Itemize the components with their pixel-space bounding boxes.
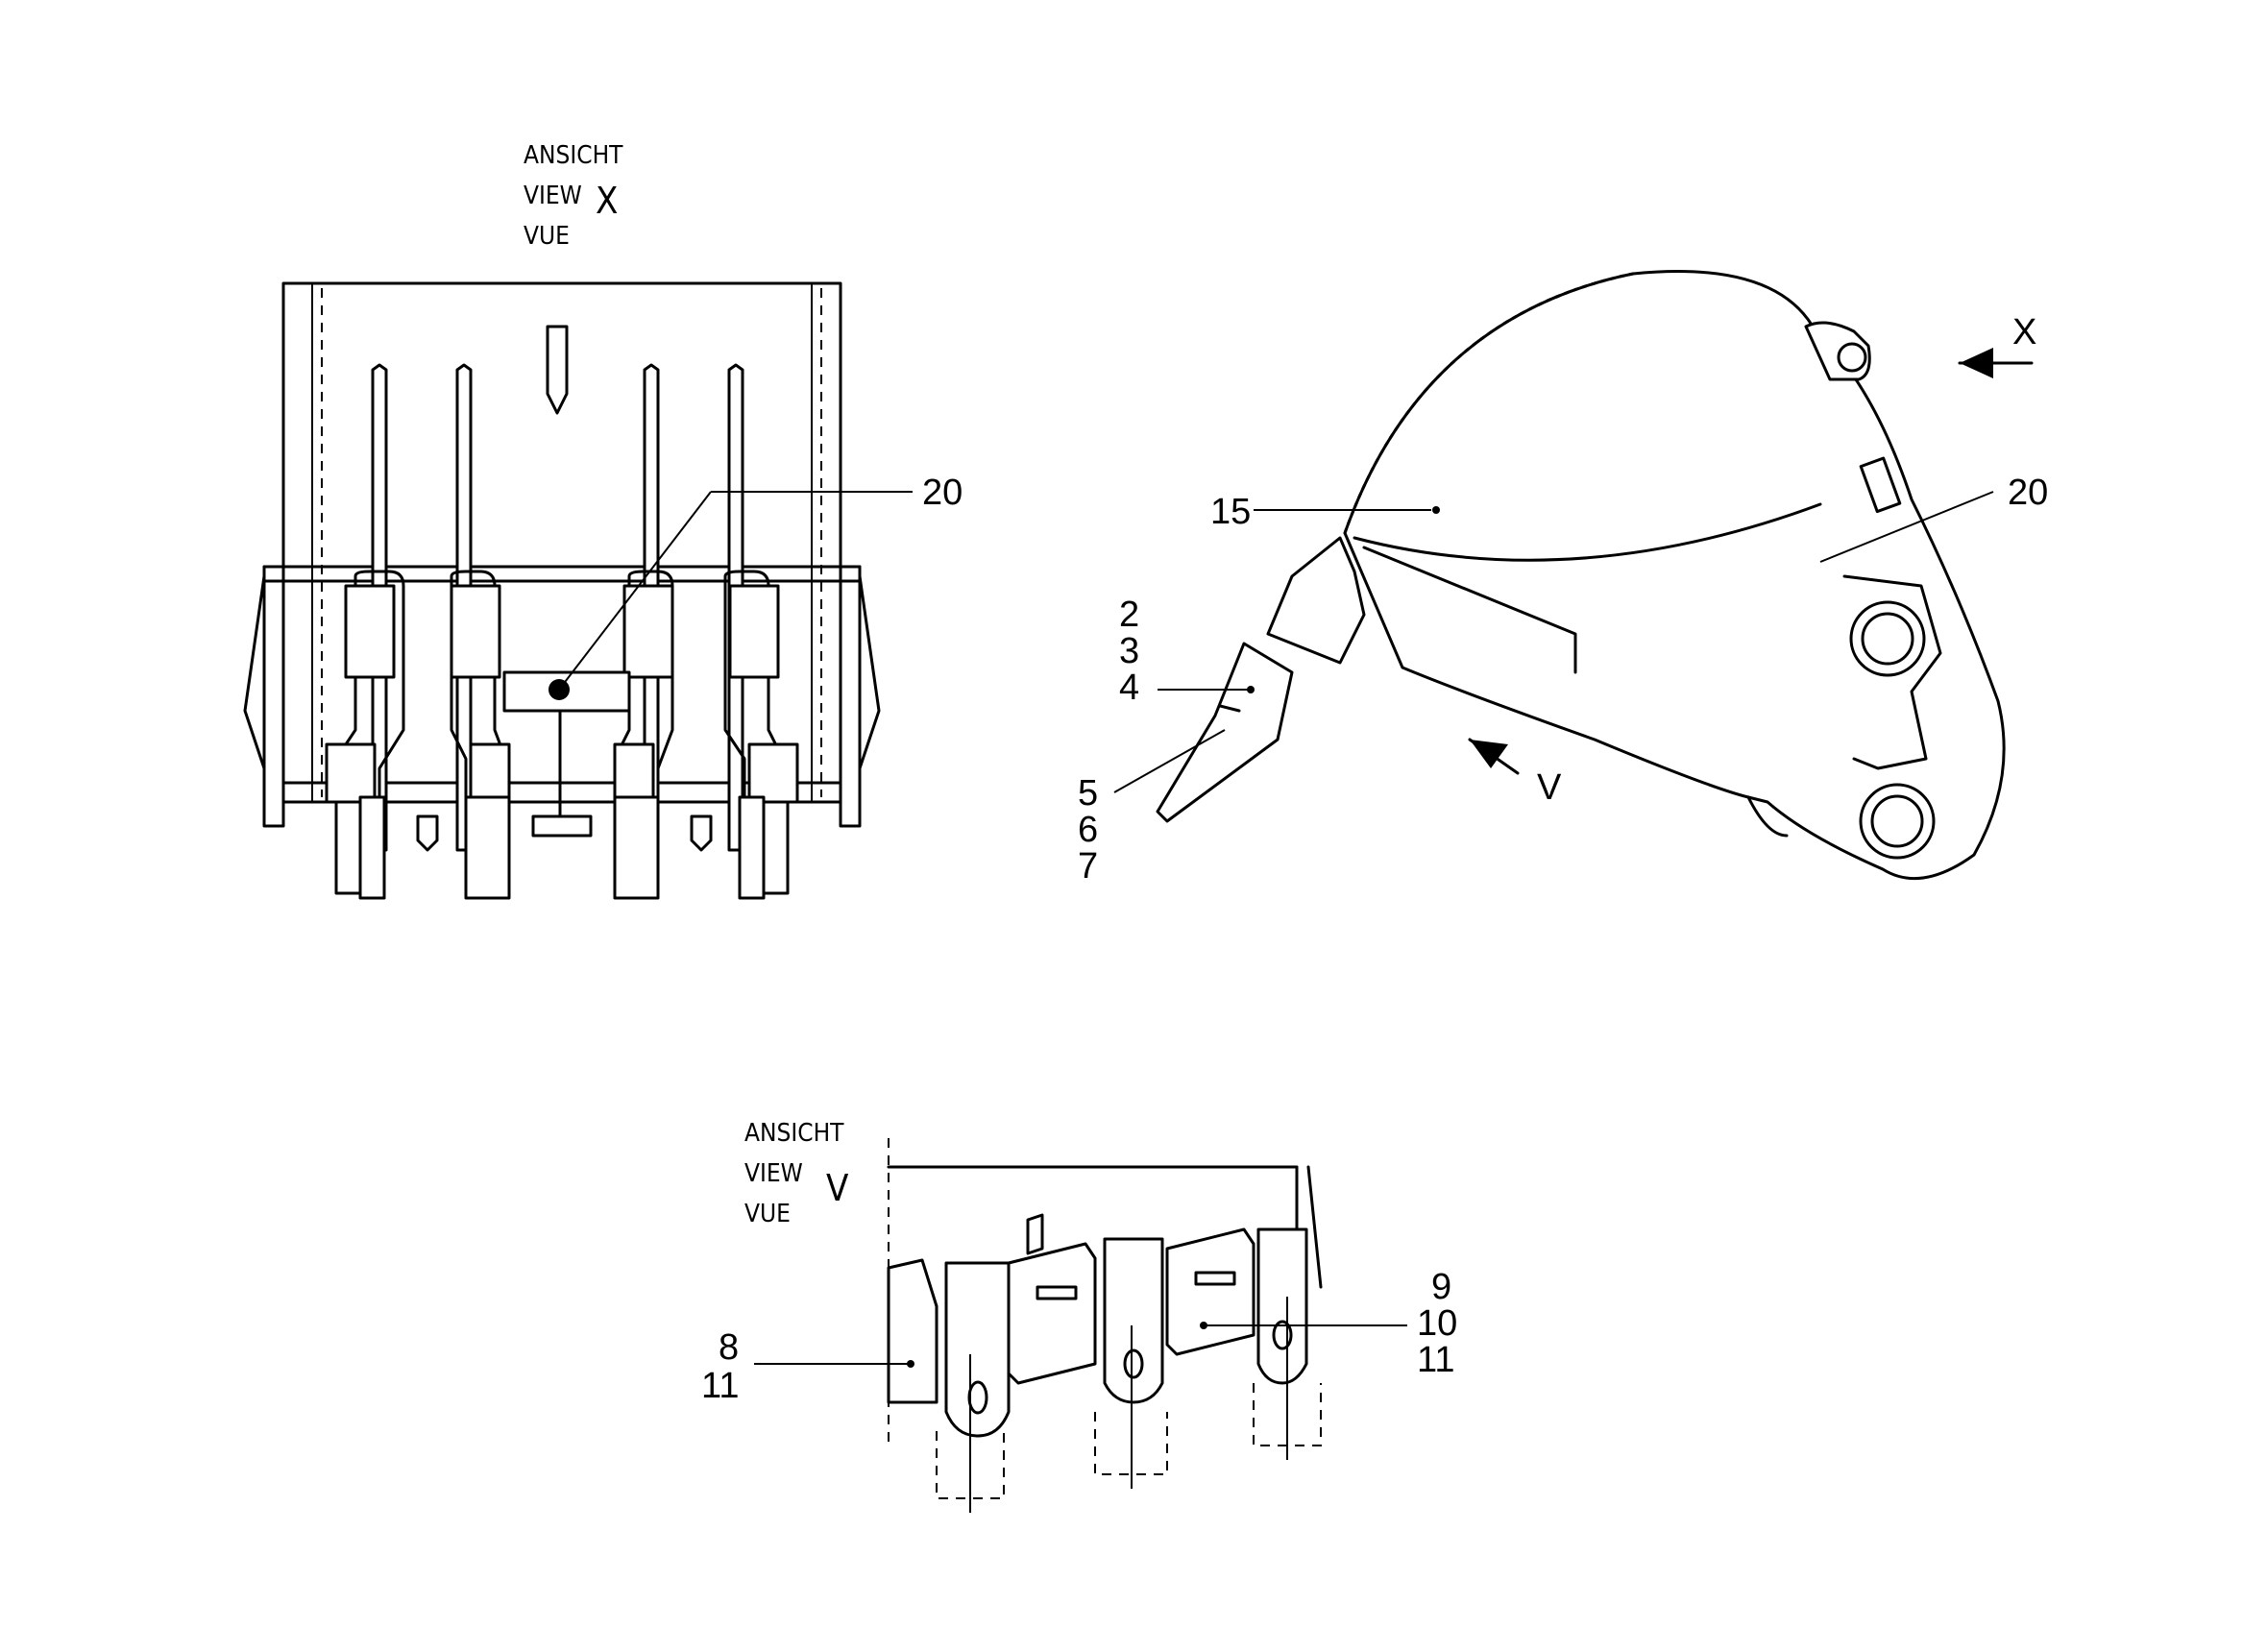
callout-10: 10 (1417, 1303, 1457, 1344)
roller-1 (358, 795, 386, 900)
lock-pin-top (1026, 1213, 1044, 1255)
upper-hinge-inner (1861, 612, 1914, 666)
bucket-top-edge (1343, 272, 1635, 535)
tooth-c-pin (1272, 1320, 1293, 1350)
callout-7: 7 (1078, 846, 1098, 887)
side-wing-left (243, 574, 266, 770)
tooth (1156, 642, 1294, 823)
callout-11-right: 11 (1417, 1340, 1454, 1380)
inner-curve (1353, 502, 1822, 562)
roller-4 (738, 795, 766, 900)
lug-1 (325, 742, 377, 804)
tooth-b-pin (1123, 1348, 1144, 1379)
side-bracket-left (262, 565, 285, 828)
adapter-2-slot (1194, 1271, 1236, 1286)
lug-4 (747, 742, 799, 804)
callout-15: 15 (1210, 492, 1251, 532)
view-v-arrow-label: V (1537, 767, 1562, 808)
hinge-block-2 (450, 584, 501, 679)
callout-8-dot (907, 1360, 914, 1368)
callout-11-left: 11 (701, 1366, 739, 1406)
top-lug-hole (1837, 342, 1867, 373)
callout-20-side-leader (1819, 491, 1994, 563)
callout-8: 8 (719, 1327, 739, 1368)
center-rod-base (531, 814, 593, 838)
side-bracket-right (839, 565, 862, 828)
callout-4-dot (1247, 686, 1255, 693)
teeth-row (944, 1213, 1308, 1438)
adapter-1 (1007, 1242, 1097, 1385)
hinge-block-3 (622, 584, 674, 679)
view-v-right-bevel (1306, 1165, 1323, 1289)
bucket-shell (1343, 270, 2006, 881)
lip-plate (1266, 536, 1366, 665)
callout-9: 9 (1431, 1267, 1451, 1307)
hinge-block-4 (728, 584, 780, 679)
link-arm-4 (723, 570, 790, 895)
skid-curve (1746, 795, 1789, 838)
tooth-point-2 (690, 814, 713, 852)
view-v-letter: V (826, 1167, 849, 1209)
callout-20-front: 20 (922, 473, 963, 513)
view-v-arrow: V (1468, 738, 1562, 808)
view-v-title-line-2: VIEW (744, 1159, 803, 1188)
tooth-pin (1218, 704, 1241, 713)
callout-20-side: 20 (2008, 473, 2048, 513)
side-slot (1859, 456, 1902, 514)
view-v-arrow-head (1470, 740, 1508, 768)
callout-6: 6 (1078, 810, 1098, 850)
side-wing-right (858, 574, 881, 770)
inner-plate-edge (1362, 546, 1577, 674)
view-x-title-line-3: VUE (524, 222, 570, 251)
callout-2: 2 (1119, 595, 1139, 635)
view-x-drawing: ANSICHT VIEW VUE X (243, 141, 963, 900)
lug-3 (613, 742, 655, 804)
tooth-c (1256, 1227, 1308, 1385)
tooth-point-1 (416, 814, 439, 852)
lower-hinge-inner (1870, 794, 1924, 848)
view-x-arrow-head (1960, 348, 1993, 378)
tooth-b (1103, 1237, 1164, 1404)
side-view-drawing: 15 20 2 3 4 5 6 7 X V (1078, 270, 2048, 887)
bottom-rollers (358, 795, 766, 900)
callout-20-leader-diag (558, 491, 712, 691)
callout-10-dot (1200, 1322, 1207, 1329)
hinge-block-1 (344, 584, 396, 679)
center-pin (546, 325, 569, 415)
callout-4: 4 (1119, 668, 1139, 708)
view-v-title-line-1: ANSICHT (744, 1119, 844, 1148)
view-v-drawing: ANSICHT VIEW VUE V 8 (701, 1119, 1457, 1513)
callout-15-dot (1432, 506, 1440, 514)
view-x-title-line-1: ANSICHT (524, 141, 623, 170)
roller-3 (613, 795, 660, 900)
tooth-a (944, 1261, 1011, 1438)
lug-2 (469, 742, 511, 804)
view-x-arrow: X (1958, 312, 2036, 378)
adapter-1-slot (1036, 1285, 1078, 1300)
callout-3: 3 (1119, 631, 1139, 671)
view-v-title-line-3: VUE (744, 1200, 791, 1228)
view-x-letter: X (596, 180, 618, 222)
adapter-left (887, 1258, 938, 1404)
top-lug (1804, 321, 1871, 381)
adapter-2 (1165, 1227, 1255, 1356)
callout-5: 5 (1078, 773, 1098, 814)
callout-5-leader (1113, 729, 1226, 793)
roller-2 (464, 795, 511, 900)
hinge-bracket (1842, 574, 1942, 770)
view-x-title-line-2: VIEW (524, 182, 582, 210)
view-x-arrow-label: X (2012, 312, 2036, 352)
